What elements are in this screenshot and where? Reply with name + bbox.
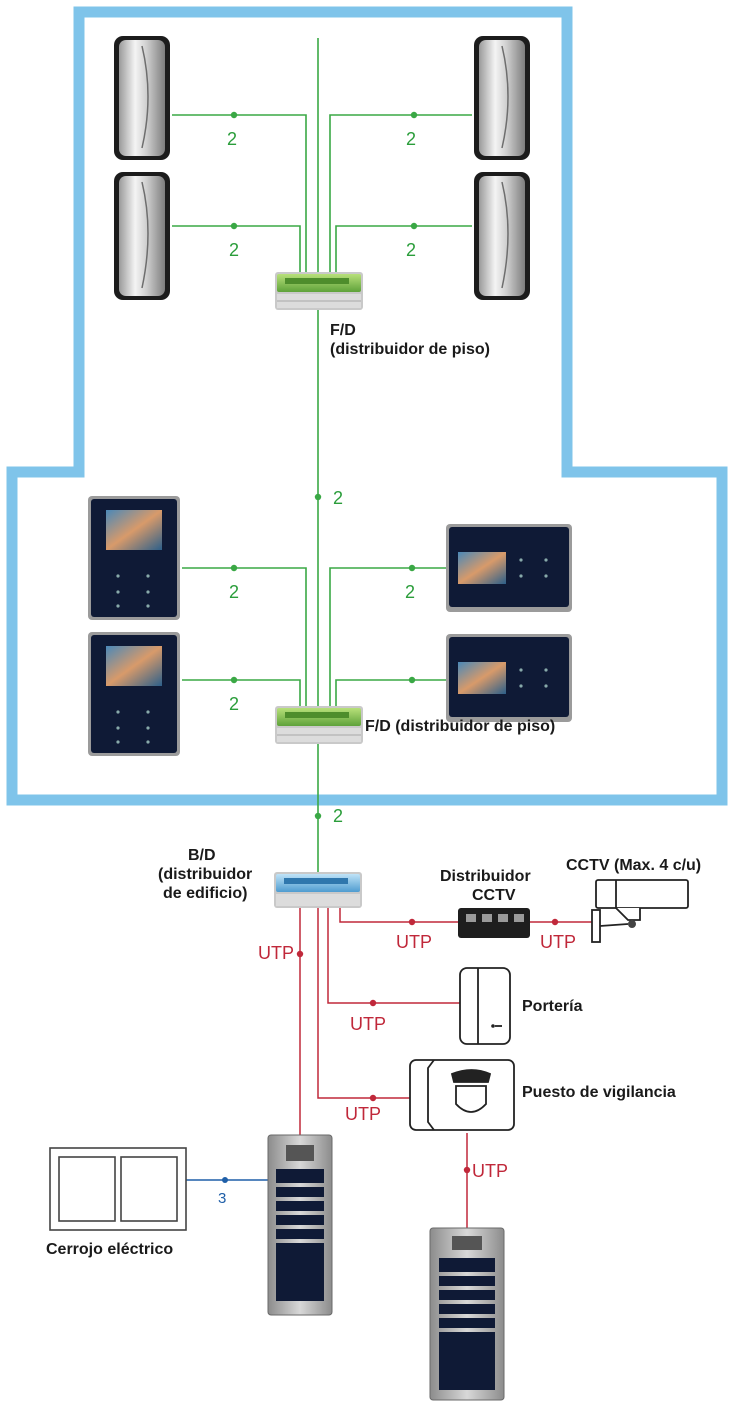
fd-top-label-line2: (distribuidor de piso) (330, 341, 490, 358)
utp-label: UTP (350, 1014, 386, 1034)
floor-wiring-bottom (182, 567, 446, 878)
electric-lock-label: Cerrojo eléctrico (46, 1241, 174, 1258)
wire-count-label: 2 (406, 129, 417, 149)
floor-wiring-top (172, 38, 472, 708)
video-monitor-icon (88, 496, 180, 620)
vigilancia-label: Puesto de vigilancia (522, 1084, 676, 1101)
video-monitor-icon (88, 632, 180, 756)
apartment-zone-outline (79, 12, 723, 476)
utp-label: UTP (396, 932, 432, 952)
wire-count-label: 2 (229, 240, 240, 260)
floor-distributor-icon (275, 706, 363, 744)
cctv-distributor-label-line1: Distribuidor (440, 868, 531, 885)
utp-label: UTP (472, 1161, 508, 1181)
apartment-zone-outline (6, 6, 728, 806)
wire-count-label: 2 (227, 129, 238, 149)
door-phone-icon (459, 967, 511, 1045)
utp-label: UTP (345, 1104, 381, 1124)
handset-monitor-icon (114, 172, 170, 300)
lock-wire-count-label: 3 (218, 1190, 227, 1207)
handset-monitor-icon (474, 172, 530, 300)
electric-lock-icon (49, 1147, 187, 1231)
porteria-label: Portería (522, 998, 583, 1015)
wire-count-label: 2 (406, 240, 417, 260)
utp-label: UTP (258, 943, 294, 963)
wire-count-label: 2 (229, 582, 240, 602)
cctv-switch-icon (458, 908, 530, 938)
door-entry-panel-icon (267, 1134, 333, 1316)
guard-station-icon (409, 1059, 515, 1131)
cctv-camera-label: CCTV (Max. 4 c/u) (566, 857, 702, 874)
cctv-camera-icon (591, 879, 689, 943)
wire-count-label: 2 (229, 694, 240, 714)
door-entry-panel-icon (429, 1227, 505, 1401)
lock-wire-dot (222, 1177, 228, 1183)
fd-bottom-label: F/D (distribuidor de piso) (365, 718, 556, 735)
utp-junction-dots (296, 918, 559, 1174)
handset-monitor-icon (114, 36, 170, 160)
wire-count-label: 2 (405, 582, 416, 602)
fd-top-label-line1: F/D (330, 322, 356, 339)
floor-distributor-icon (275, 272, 363, 310)
video-monitor-icon (446, 634, 572, 722)
bd-label-line3: de edificio) (163, 885, 248, 902)
wire-junction-dots-top (230, 111, 418, 501)
wire-count-label: 2 (333, 806, 344, 826)
wire-junction-dots-bottom (230, 564, 416, 820)
bd-label-line2: (distribuidor (158, 866, 253, 883)
bd-label-line1: B/D (188, 847, 216, 864)
handset-monitor-icon (474, 36, 530, 160)
utp-wiring (299, 905, 598, 1228)
cctv-distributor-label-line2: CCTV (472, 887, 516, 904)
utp-label: UTP (540, 932, 576, 952)
building-distributor-icon (274, 872, 362, 908)
video-monitor-icon (446, 524, 572, 612)
wire-count-label: 2 (333, 488, 344, 508)
